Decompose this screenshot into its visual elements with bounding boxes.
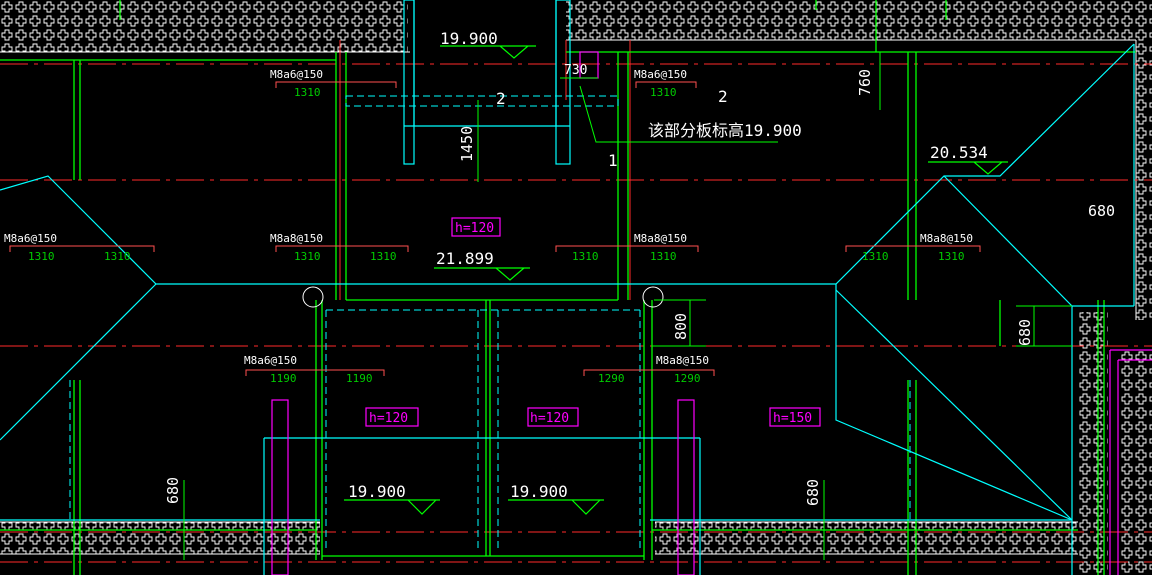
section-mark-left: 2: [496, 89, 506, 108]
dimension-800: 800: [672, 313, 690, 340]
rebar-length: 1310: [572, 250, 599, 263]
elevation-bottom-left: 19.900: [348, 482, 406, 501]
thickness-tag-center: h=120: [455, 221, 494, 236]
hidden-beams: [69, 95, 911, 550]
magenta-lines: [271, 51, 1152, 575]
thickness-tag-bottom-mid: h=120: [530, 411, 569, 426]
rebar-length: 1310: [938, 250, 965, 263]
section-mark-right: 2: [718, 87, 728, 106]
rebar-label-5: M8a8@150: [634, 232, 687, 245]
dimension-680-bottom-left: 680: [164, 477, 182, 504]
elevation-right-roof: 20.534: [930, 143, 988, 162]
wall-outlines: [0, 39, 1137, 555]
elevation-markers: [344, 45, 1008, 515]
dimension-760: 760: [856, 69, 874, 96]
rebar-length: 1290: [674, 372, 701, 385]
rebar-length: 1310: [294, 86, 321, 99]
dimension-lines: [183, 52, 1072, 560]
thickness-tag-bottom-left: h=120: [369, 411, 408, 426]
rebar-length: 1310: [862, 250, 889, 263]
elevation-top-center: 19.900: [440, 29, 498, 48]
axis-vertical: [339, 40, 631, 300]
rebar-label-6: M8a8@150: [920, 232, 973, 245]
dimension-680-right-top: 680: [1088, 202, 1115, 220]
rebar-label-1: M8a6@150: [270, 68, 323, 81]
column-marker-right: [642, 286, 664, 308]
thickness-tag-bottom-right: h=150: [773, 411, 812, 426]
rebar-length: 1310: [294, 250, 321, 263]
rebar-length: 1190: [270, 372, 297, 385]
rebar-length: 1310: [28, 250, 55, 263]
rebar-label-3: M8a6@150: [4, 232, 57, 245]
dimension-730: 730: [564, 63, 587, 78]
slab-elevation-note: 该部分板标高19.900: [648, 121, 802, 140]
rebar-label-4: M8a8@150: [270, 232, 323, 245]
rebar-length: 1310: [650, 86, 677, 99]
rebar-label-8: M8a8@150: [656, 354, 709, 367]
axis-lines: [0, 63, 1152, 563]
rebar-label-2: M8a6@150: [634, 68, 687, 81]
dimension-1450: 1450: [458, 126, 476, 162]
dimension-680-bottom-right: 680: [804, 479, 822, 506]
thickness-tag-boxes: [365, 217, 821, 427]
elevation-center-slab: 21.899: [436, 249, 494, 268]
rebar-length: 1290: [598, 372, 625, 385]
rebar-brackets: [9, 81, 981, 376]
rebar-length: 1310: [650, 250, 677, 263]
rebar-length: 1310: [104, 250, 131, 263]
section-note-ref: 1: [608, 151, 618, 170]
rebar-label-7: M8a6@150: [244, 354, 297, 367]
rebar-length: 1310: [370, 250, 397, 263]
elevation-bottom-right: 19.900: [510, 482, 568, 501]
dimension-680-right-mid: 680: [1016, 319, 1034, 346]
column-marker-left: [302, 286, 324, 308]
rebar-length: 1190: [346, 372, 373, 385]
